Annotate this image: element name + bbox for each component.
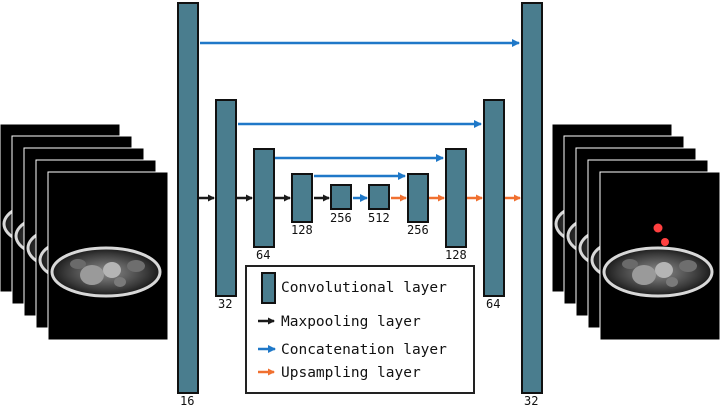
channel-label: 64 bbox=[256, 248, 270, 262]
channel-label: 128 bbox=[291, 223, 313, 237]
channel-labels: 16 32 64 128 256 512 256 128 64 32 bbox=[180, 211, 538, 406]
channel-label: 512 bbox=[368, 211, 390, 225]
concatenation-arrows bbox=[200, 39, 520, 202]
channel-label: 256 bbox=[407, 223, 429, 237]
conv-layer-bottleneck bbox=[368, 184, 390, 210]
channel-label: 32 bbox=[218, 297, 232, 311]
segmentation-mark bbox=[661, 238, 669, 246]
segmentation-mark bbox=[653, 223, 663, 233]
output-mri-image bbox=[598, 170, 720, 342]
legend-concat-label: Concatenation layer bbox=[281, 342, 447, 358]
conv-layer-enc-5 bbox=[330, 184, 352, 210]
legend: Convolutional layer Maxpooling layer Con… bbox=[245, 265, 475, 394]
output-image-stack bbox=[550, 122, 720, 342]
conv-layer-dec-3 bbox=[483, 99, 505, 297]
input-image-stack bbox=[0, 122, 170, 342]
channel-label: 256 bbox=[330, 211, 352, 225]
channel-label: 64 bbox=[486, 297, 500, 311]
legend-box bbox=[245, 265, 475, 394]
channel-label: 32 bbox=[524, 394, 538, 406]
conv-layer-dec-1 bbox=[407, 173, 429, 223]
conv-layer-enc-3 bbox=[253, 148, 275, 248]
conv-layer-dec-4 bbox=[521, 2, 543, 394]
input-mri-image bbox=[46, 170, 170, 342]
conv-layer-enc-1 bbox=[177, 2, 199, 394]
conv-layer-dec-2 bbox=[445, 148, 467, 248]
legend-conv-swatch bbox=[261, 272, 276, 304]
conv-layers bbox=[177, 2, 543, 394]
legend-upsample-label: Upsampling layer bbox=[281, 365, 421, 381]
legend-conv-label: Convolutional layer bbox=[281, 280, 447, 296]
channel-label: 128 bbox=[445, 248, 467, 262]
channel-label: 16 bbox=[180, 394, 194, 406]
conv-layer-enc-4 bbox=[291, 173, 313, 223]
conv-layer-enc-2 bbox=[215, 99, 237, 297]
legend-maxpool-label: Maxpooling layer bbox=[281, 314, 421, 330]
